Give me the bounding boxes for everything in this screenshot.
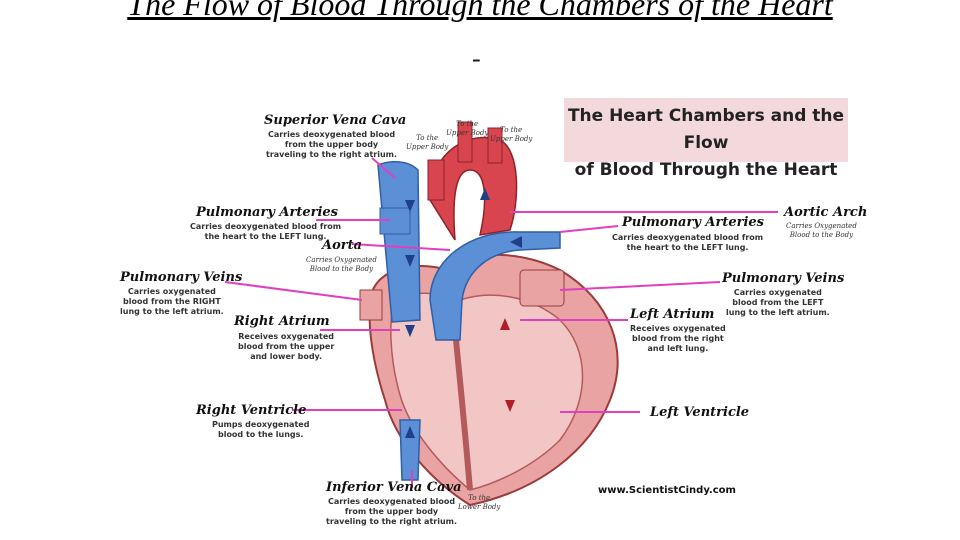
arrow-ivc — [405, 426, 415, 438]
label-pulmonary-veins-right: Pulmonary Veins — [722, 271, 845, 286]
desc-left-atrium: Receives oxygenated blood from the right… — [630, 324, 726, 353]
banner-line-1: The Heart Chambers and the Flow — [567, 106, 845, 153]
pointer-pv-left — [224, 281, 363, 301]
desc-aorta: Carries Oxygenated Blood to the Body — [306, 256, 377, 273]
note-to-upper-body-1: To the Upper Body — [406, 134, 449, 151]
desc-superior-vena-cava: Carries deoxygenated blood from the uppe… — [266, 130, 398, 159]
oxygenated-arrows — [500, 318, 515, 412]
pulmonary-vein-left — [359, 289, 383, 321]
aortic-branch-3 — [487, 127, 503, 164]
flow-arrows — [405, 188, 522, 438]
desc-pulmonary-veins-left: Carries oxygenated blood from the RIGHT … — [120, 287, 224, 316]
banner-line-2: of Blood Through the Heart — [574, 160, 838, 180]
aortic-branch-2 — [457, 121, 473, 163]
desc-pulmonary-arteries-left: Carries deoxygenated blood from the hear… — [190, 222, 342, 241]
arrow-pa — [510, 236, 522, 248]
pointer-pv-right — [559, 281, 721, 291]
label-inferior-vena-cava: Inferior Vena Cava — [326, 480, 462, 495]
watermark: www.ScientistCindy.com — [598, 485, 736, 496]
desc-pulmonary-veins-right: Carries oxygenated blood from the LEFT l… — [726, 288, 830, 317]
label-aortic-arch: Aortic Arch — [784, 205, 868, 220]
desc-right-ventricle: Pumps deoxygenated blood to the lungs. — [212, 420, 310, 439]
arrow-svc-1 — [405, 200, 415, 212]
pointer-aorta — [351, 243, 451, 251]
label-aorta: Aorta — [322, 238, 363, 253]
slide-title: The Flow of Blood Through the Chambers o… — [127, 0, 833, 22]
pointer-svc — [371, 157, 396, 179]
arrow-lv — [505, 400, 515, 412]
note-to-upper-body-3: To the Upper Body — [490, 126, 533, 143]
heart-interior — [390, 292, 584, 491]
desc-right-atrium: Receives oxygenated blood from the upper… — [238, 332, 335, 361]
note-to-lower-body: To the Lower Body — [458, 494, 501, 511]
desc-inferior-vena-cava: Carries deoxygenated blood from the uppe… — [326, 497, 458, 526]
label-superior-vena-cava: Superior Vena Cava — [264, 113, 407, 128]
arrow-ra — [405, 325, 415, 337]
label-pulmonary-arteries-left: Pulmonary Arteries — [196, 205, 338, 220]
pointer-lines — [224, 157, 778, 488]
aortic-branch-1 — [427, 159, 445, 201]
arrow-aorta — [480, 188, 490, 200]
inferior-vena-cava — [399, 419, 421, 481]
label-left-ventricle: Left Ventricle — [650, 405, 750, 420]
pulmonary-vein-right — [519, 269, 565, 307]
septum — [452, 329, 473, 491]
label-left-atrium: Left Atrium — [630, 307, 715, 322]
title-dash: - — [472, 44, 481, 73]
label-pulmonary-veins-left: Pulmonary Veins — [120, 270, 243, 285]
note-to-upper-body-2: To the Upper Body — [446, 120, 489, 137]
pointer-pa-right — [559, 225, 619, 233]
desc-aortic-arch: Carries Oxygenated Blood to the Body — [786, 222, 857, 239]
title-banner: The Heart Chambers and the Flow of Blood… — [564, 98, 848, 180]
label-pulmonary-arteries-right: Pulmonary Arteries — [622, 215, 764, 230]
label-right-ventricle: Right Ventricle — [196, 403, 307, 418]
arrow-la — [500, 318, 510, 330]
arrow-svc-2 — [405, 255, 415, 267]
desc-pulmonary-arteries-right: Carries deoxygenated blood from the hear… — [612, 233, 764, 252]
label-right-atrium: Right Atrium — [234, 314, 330, 329]
